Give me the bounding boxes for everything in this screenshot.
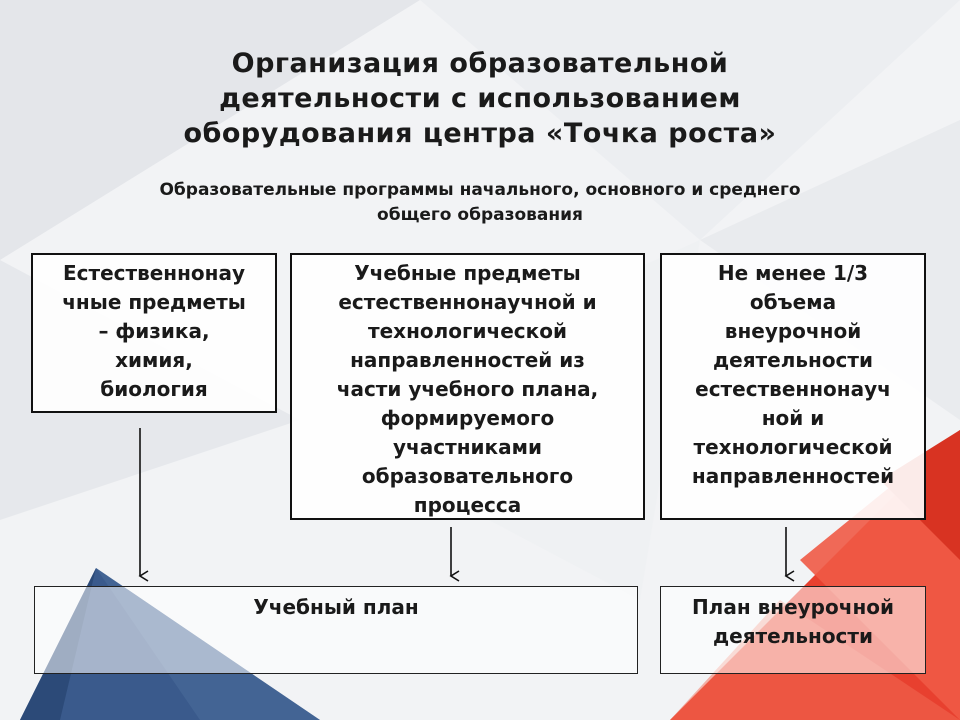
box-line: деятельности xyxy=(712,348,874,372)
page-title: Организация образовательной деятельности… xyxy=(120,46,840,151)
box-line: естественнонаучной и xyxy=(338,290,597,314)
title-line: деятельности с использованием xyxy=(219,83,741,114)
box-line: направленностей xyxy=(691,464,895,488)
box-line: участниками xyxy=(393,435,542,459)
box-line: естественнонауч xyxy=(695,377,891,401)
page-subtitle: Образовательные программы начального, ос… xyxy=(60,178,900,228)
box-line: Учебные предметы xyxy=(354,261,581,285)
box-line: технологической xyxy=(368,319,567,343)
title-line: Организация образовательной xyxy=(231,48,729,79)
box-line: химия, xyxy=(115,348,193,372)
box-line: направленностей из xyxy=(350,348,585,372)
box-line: образовательного xyxy=(361,464,574,488)
box-line: объема xyxy=(749,290,837,314)
subtitle-line: общего образования xyxy=(377,205,583,225)
box-curriculum-subjects: Учебные предметы естественнонаучной и те… xyxy=(290,253,645,520)
box-study-plan: Учебный план xyxy=(34,586,638,674)
title-line: оборудования центра «Точка роста» xyxy=(183,118,777,149)
subtitle-line: Образовательные программы начального, ос… xyxy=(159,180,801,200)
box-natural-science-subjects: Естественнонау чные предметы – физика, х… xyxy=(31,253,277,413)
box-line: чные предметы xyxy=(62,290,246,314)
box-line: – физика, xyxy=(98,319,210,343)
box-line: внеурочной xyxy=(724,319,862,343)
box-line: формируемого xyxy=(380,406,555,430)
box-line: части учебного плана, xyxy=(336,377,599,401)
box-line: технологической xyxy=(693,435,893,459)
box-line: Не менее 1/3 xyxy=(717,261,869,285)
box-line: деятельности xyxy=(712,624,874,648)
box-line: План внеурочной xyxy=(691,595,895,619)
box-line: ной и xyxy=(761,406,825,430)
box-extracurricular-plan: План внеурочной деятельности xyxy=(660,586,926,674)
box-line: процесса xyxy=(413,493,522,517)
box-line: Учебный план xyxy=(253,595,419,619)
box-extracurricular-share: Не менее 1/3 объема внеурочной деятельно… xyxy=(660,253,926,520)
box-line: биология xyxy=(100,377,208,401)
box-line: Естественнонау xyxy=(62,261,246,285)
